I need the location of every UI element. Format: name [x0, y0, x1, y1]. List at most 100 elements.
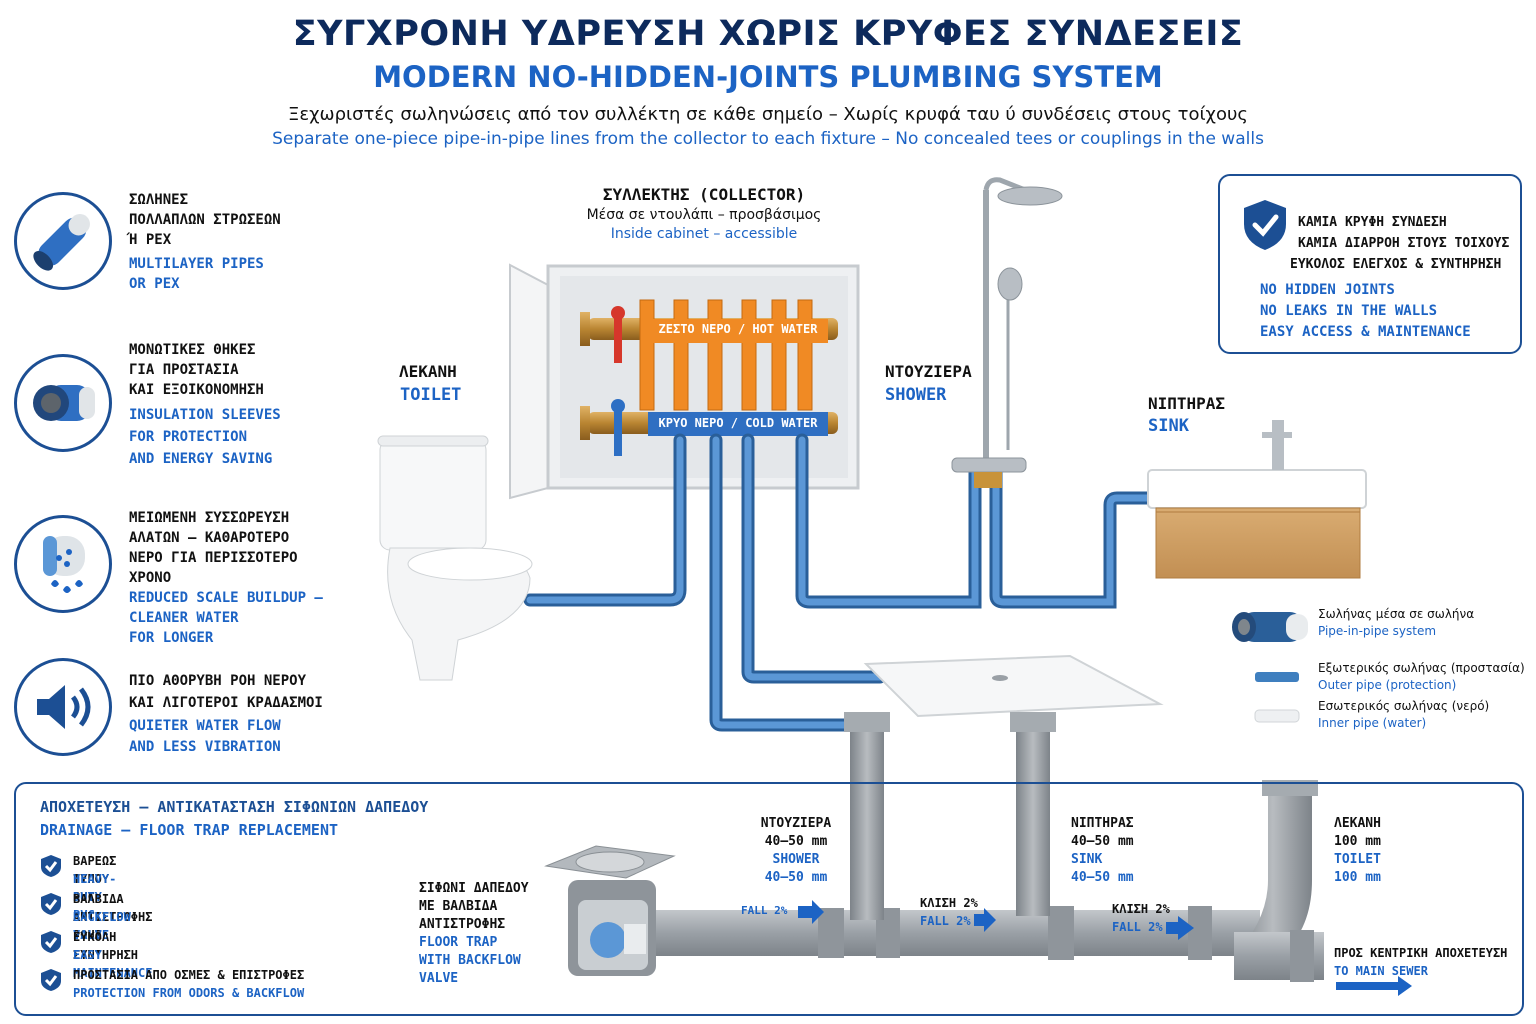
check-badge-icon [41, 893, 61, 915]
page-title-english: MODERN NO-HIDDEN-JOINTS PLUMBING SYSTEM [373, 60, 1163, 94]
check-badge-icon [41, 969, 61, 991]
floor-trap-illustration [544, 845, 676, 976]
floor-trap-label: ΣΙΦΩΝΙ ΔΑΠΕΔΟΥ ΜΕ ΒΑΛΒΙΔΑ ΑΝΤΙΣΤΡΟΦΗΣ FL… [419, 880, 529, 988]
shower-label-en: SHOWER [885, 385, 947, 405]
insulation-sleeve-icon [33, 385, 95, 421]
drain-shower-size-en: 40–50 mm [764, 870, 828, 885]
feature-3-gr-line: ΝΕΡΟ ΓΙΑ ΠΕΡΙΣΣΟΤΕΡΟ [129, 550, 298, 566]
feature-2-gr-line: ΚΑΙ ΕΞΟΙΚΟΝΟΜΗΣΗ [129, 382, 264, 398]
feature-3-en-line: FOR LONGER [129, 630, 214, 646]
subtitle-english: Separate one-piece pipe-in-pipe lines fr… [272, 129, 1264, 149]
sewer-label: ΠΡΟΣ ΚΕΝΤΡΙΚΗ ΑΠΟΧΕΤΕΥΣΗ TO MAIN SEWER [1334, 944, 1507, 980]
sink-illustration [1147, 420, 1367, 579]
toilet-illustration [377, 435, 533, 681]
floor-trap-en-line: FLOOR TRAP [419, 935, 498, 950]
drain-sink-en: SINK [1071, 852, 1103, 867]
drain-toilet-gr: ΛΕΚΑΝΗ [1334, 816, 1381, 831]
feature-3-gr-line: ΜΕΙΩΜΕΝΗ ΣΥΣΣΩΡΕΥΣΗ [129, 510, 290, 526]
check-badge-icon [41, 931, 61, 953]
legend-2-gr: Εξωτερικός σωλήνας (προστασία) [1318, 661, 1525, 675]
benefits-en: NO HIDDEN JOINTS NO LEAKS IN THE WALLS E… [1260, 280, 1471, 343]
fall-3-en: FALL 2% [1112, 920, 1163, 934]
legend-item-2: Εξωτερικός σωλήνας (προστασία) Outer pip… [1318, 661, 1525, 692]
drain-sink-size: 40–50 mm [1071, 834, 1134, 849]
drainage-title: ΑΠΟΧΕΤΕΥΣΗ – ΑΝΤΙΚΑΤΑΣΤΑΣΗ ΣΙΦΩΝΙΩΝ ΔΑΠΕ… [40, 798, 428, 839]
feature-icon-circle-2 [14, 354, 112, 452]
shower-tray [863, 654, 1164, 718]
collector-sub-en: Inside cabinet – accessible [610, 226, 798, 242]
sink-label-gr: ΝΙΠΤΗΡΑΣ [1148, 394, 1226, 413]
drainage-title-en: DRAINAGE – FLOOR TRAP REPLACEMENT [40, 821, 339, 839]
feature-4-en-line: QUIETER WATER FLOW [129, 718, 281, 734]
feature-text-3: ΜΕΙΩΜΕΝΗ ΣΥΣΣΩΡΕΥΣΗ ΑΛΑΤΩΝ – ΚΑΘΑΡΟΤΕΡΟ … [129, 508, 323, 648]
speaker-icon [37, 685, 91, 729]
drainage-title-gr: ΑΠΟΧΕΤΕΥΣΗ – ΑΝΤΙΚΑΤΑΣΤΑΣΗ ΣΙΦΩΝΙΩΝ ΔΑΠΕ… [40, 798, 429, 816]
floor-trap-gr-line: ΣΙΦΩΝΙ ΔΑΠΕΔΟΥ [419, 881, 529, 896]
feature-2-en-line: INSULATION SLEEVES [129, 407, 281, 423]
feature-2-en-line: AND ENERGY SAVING [129, 451, 273, 467]
feature-text-1: ΣΩΛΗΝΕΣ ΠΟΛΛΑΠΛΩΝ ΣΤΡΩΣΕΩΝ Ή PEX MULTILA… [129, 190, 281, 294]
benefits-gr: ΚΑΜΙΑ ΚΡΥΦΗ ΣΥΝΔΕΣΗ ΚΑΜΙΑ ΔΙΑΡΡΟΗ ΣΤΟΥΣ … [1290, 212, 1510, 275]
water-drops-icon [43, 536, 85, 593]
drainage-item-gr: ΒΑΡΕΩΣ ΤΥΠΟΥ PVC [73, 854, 117, 904]
legend-item-3: Εσωτερικός σωλήνας (νερό) Inner pipe (wa… [1318, 699, 1489, 730]
feature-text-2: ΜΟΝΩΤΙΚΕΣ ΘΗΚΕΣ ΓΙΑ ΠΡΟΣΤΑΣΙΑ ΚΑΙ ΕΞΟΙΚΟ… [129, 340, 281, 470]
toilet-label-en: TOILET [400, 385, 462, 405]
toilet-label-gr: ΛΕΚΑΝΗ [399, 362, 457, 381]
drainage-item-en: HEAVY-DUTY PVC [73, 872, 117, 922]
sewer-gr: ΠΡΟΣ ΚΕΝΤΡΙΚΗ ΑΠΟΧΕΤΕΥΣΗ [1334, 946, 1508, 960]
multilayer-pipe-icon [33, 214, 90, 271]
drainage-box [14, 782, 1524, 1016]
floor-trap-en-line: WITH BACKFLOW [419, 953, 521, 968]
drain-toilet-size-en: 100 mm [1334, 870, 1381, 885]
fall-label-3: ΚΛΙΣΗ 2% FALL 2% [1112, 900, 1170, 936]
feature-1-gr-line: ΠΟΛΛΑΠΛΩΝ ΣΤΡΩΣΕΩΝ [129, 212, 281, 228]
benefits-box: ΚΑΜΙΑ ΚΡΥΦΗ ΣΥΝΔΕΣΗ ΚΑΜΙΑ ΔΙΑΡΡΟΗ ΣΤΟΥΣ … [1218, 174, 1522, 354]
collector-cabinet [509, 263, 860, 500]
feature-icon-circle-4 [14, 658, 112, 756]
feature-1-en-line: OR PEX [129, 276, 180, 292]
benefit-gr-line: ΚΑΜΙΑ ΚΡΥΦΗ ΣΥΝΔΕΣΗ [1298, 215, 1447, 230]
floor-trap-en-line: VALVE [419, 971, 459, 986]
drain-sink-gr: ΝΙΠΤΗΡΑΣ [1071, 816, 1134, 831]
feature-3-en-line: REDUCED SCALE BUILDUP – [129, 590, 323, 606]
feature-4-gr-line: ΚΑΙ ΛΙΓΟΤΕΡΟΙ ΚΡΑΔΑΣΜΟΙ [129, 695, 323, 711]
feature-2-gr-line: ΓΙΑ ΠΡΟΣΤΑΣΙΑ [129, 362, 239, 378]
legend-1-gr: Σωλήνας μέσα σε σωλήνα [1318, 607, 1475, 621]
feature-4-gr-line: ΠΙΟ ΑΘΟΡΥΒΗ ΡΟΗ ΝΕΡΟΥ [129, 673, 307, 689]
benefit-en-line: EASY ACCESS & MAINTENANCE [1260, 324, 1471, 340]
drain-toilet-size: 100 mm [1334, 834, 1381, 849]
feature-4-en-line: AND LESS VIBRATION [129, 739, 281, 755]
collector-label: ΣΥΛΛΕΚΤΗΣ (COLLECTOR) Μέσα σε ντουλάπι –… [554, 185, 854, 242]
drain-shower-size: 40–50 mm [764, 834, 828, 849]
floor-trap-gr-line: ΜΕ ΒΑΛΒΙΔΑ [419, 899, 498, 914]
feature-1-gr-line: ΣΩΛΗΝΕΣ [129, 192, 189, 208]
legend-item-1: Σωλήνας μέσα σε σωλήνα Pipe-in-pipe syst… [1318, 607, 1474, 638]
fall-label-1: FALL 2% [741, 904, 788, 917]
shower-illustration [951, 177, 1063, 488]
feature-icon-circle-1 [14, 192, 112, 290]
drain-shower-en: SHOWER [772, 852, 820, 867]
feature-icon-circle-3 [14, 515, 112, 613]
page-title-greek: ΣΥΓΧΡΟΝΗ ΥΔΡΕΥΣΗ ΧΩΡΙΣ ΚΡΥΦΕΣ ΣΥΝΔΕΣΕΙΣ [292, 14, 1244, 54]
drain-toilet-label: ΛΕΚΑΝΗ 100 mm TOILET 100 mm [1334, 815, 1381, 887]
drainage-pipes [580, 712, 1324, 982]
legend-1-en: Pipe-in-pipe system [1318, 624, 1437, 638]
sewer-en: TO MAIN SEWER [1334, 964, 1428, 978]
subtitle-greek: Ξεχωριστές σωληνώσεις από τον συλλέκτη σ… [288, 104, 1248, 125]
benefit-gr-line: ΚΑΜΙΑ ΔΙΑΡΡΟΗ ΣΤΟΥΣ ΤΟΙΧΟΥΣ [1298, 236, 1510, 251]
drain-sink-size-en: 40–50 mm [1071, 870, 1134, 885]
feature-2-en-line: FOR PROTECTION [129, 429, 248, 445]
supply-pipes [523, 433, 1157, 732]
shield-check-icon [1244, 200, 1286, 250]
legend-2-en: Outer pipe (protection) [1318, 678, 1457, 692]
legend-swatches [1232, 612, 1308, 723]
benefit-gr-line: ΕΥΚΟΛΟΣ ΕΛΕΓΧΟΣ & ΣΥΝΤΗΡΗΣΗ [1290, 257, 1502, 272]
hot-water-label: ΖΕΣΤΟ ΝΕΡΟ / HOT WATER [658, 322, 818, 336]
feature-3-en-line: CLEANER WATER [129, 610, 239, 626]
legend-3-gr: Εσωτερικός σωλήνας (νερό) [1318, 699, 1490, 713]
feature-1-en-line: MULTILAYER PIPES [129, 256, 264, 272]
drainage-item-en: PROTECTION FROM ODORS & BACKFLOW [73, 986, 305, 1000]
sink-label-en: SINK [1148, 416, 1189, 436]
